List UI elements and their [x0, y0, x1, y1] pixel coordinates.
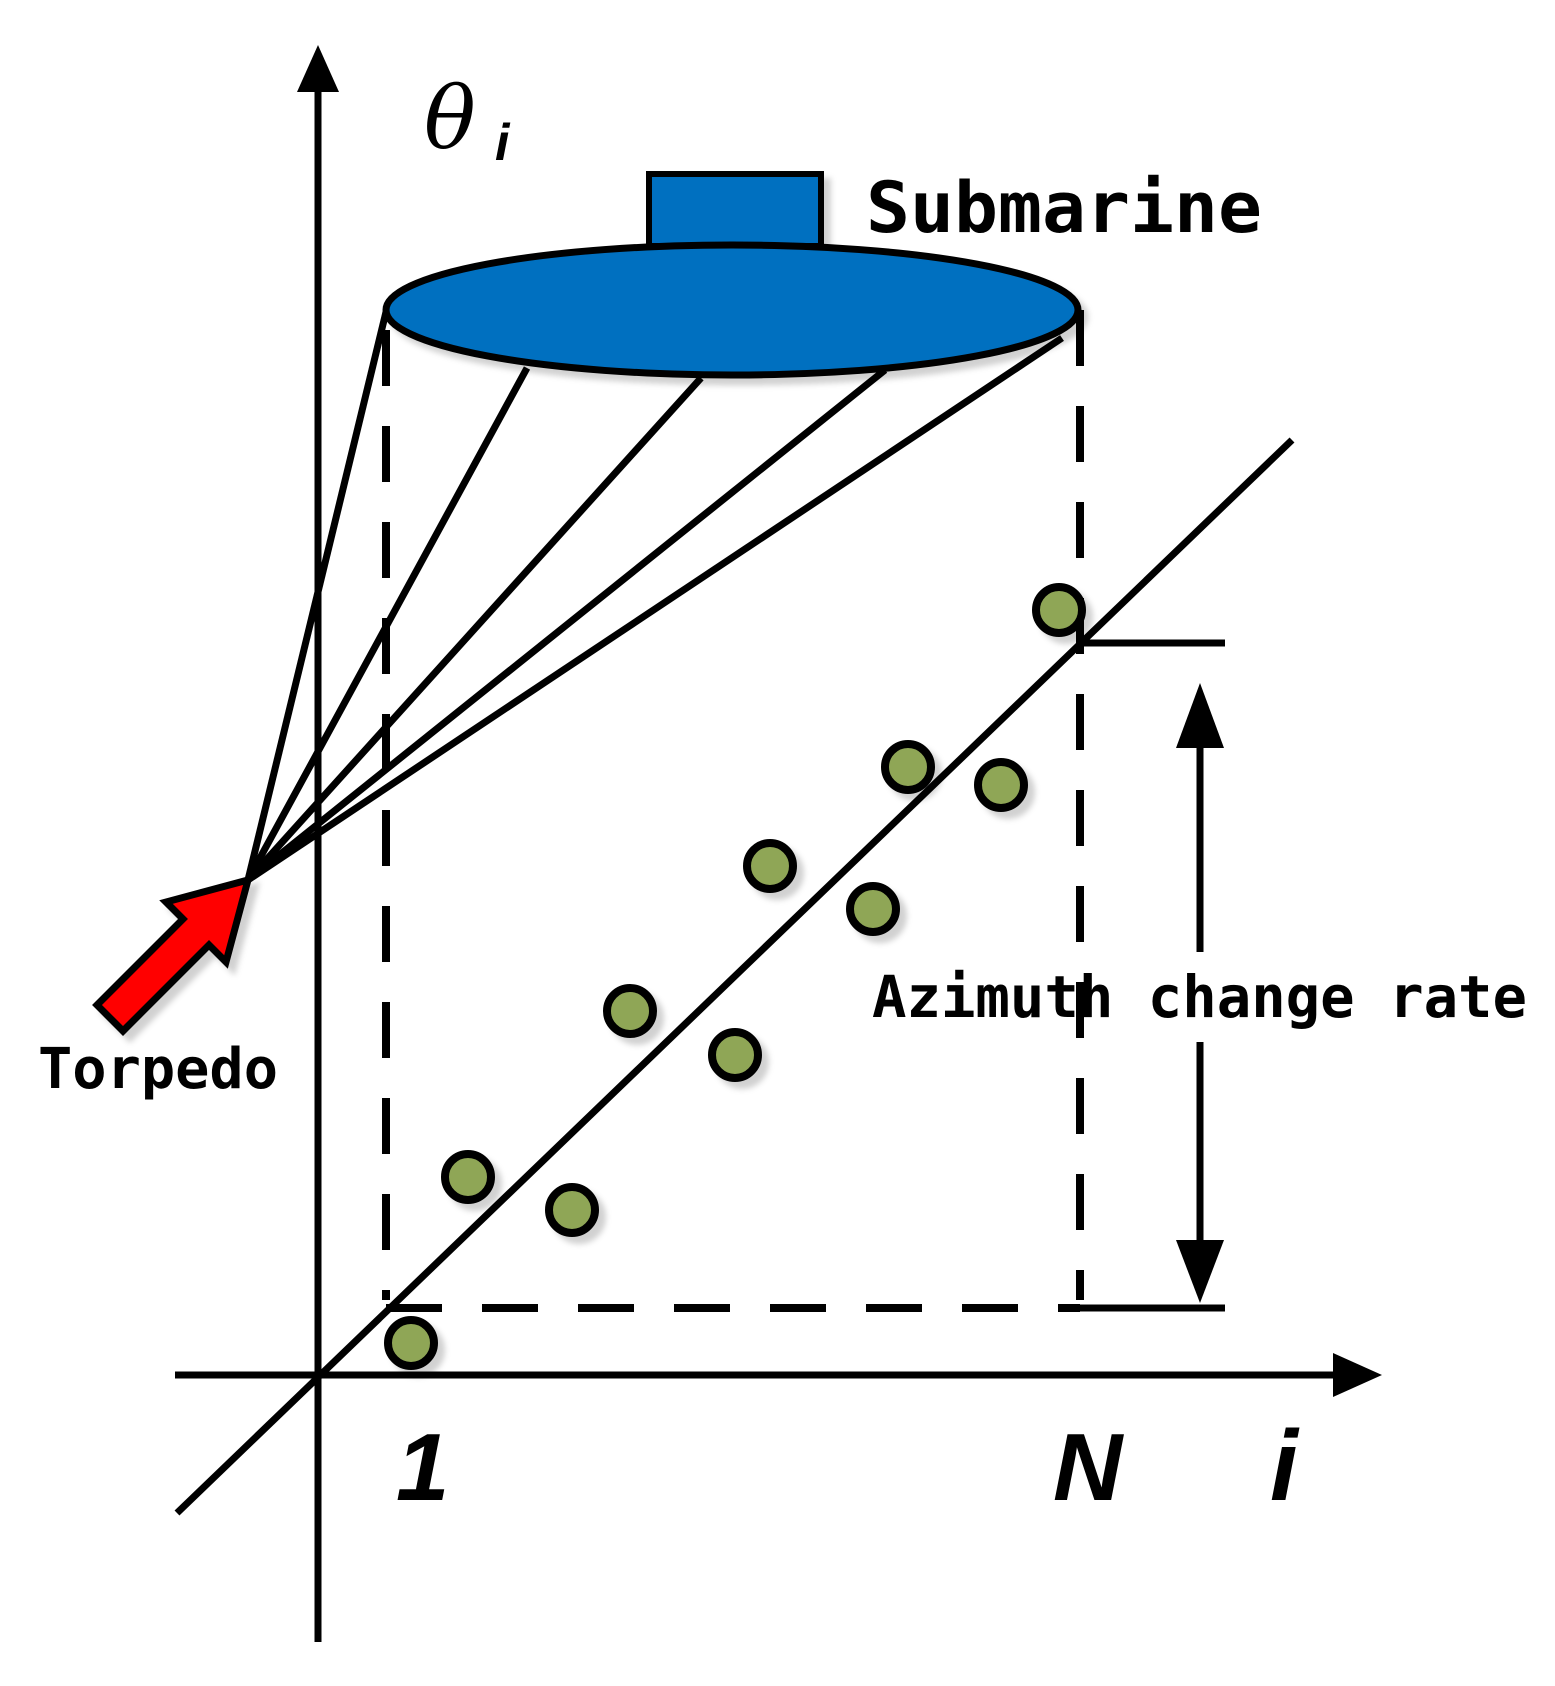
measurement-point: [384, 1316, 438, 1370]
submarine-hull: [382, 241, 1082, 379]
bearing-line: [244, 311, 390, 881]
measurement-points: [384, 583, 1086, 1370]
measurement-point: [974, 758, 1028, 812]
bearing-line: [245, 375, 704, 883]
bearing-line: [246, 335, 1064, 883]
y-axis-label-theta: θ: [424, 69, 476, 169]
measurement-point: [441, 1150, 495, 1204]
torpedo: [92, 875, 253, 1036]
range-arrowhead-up: [1176, 683, 1224, 748]
measurement-point: [846, 882, 900, 936]
y-axis-label-subscript: i: [495, 114, 511, 172]
bearing-line: [245, 367, 888, 883]
x-axis-label: i: [1270, 1410, 1300, 1522]
measurement-point: [1032, 583, 1086, 637]
submarine-tower: [646, 171, 824, 249]
x-tick-label-end: N: [1053, 1414, 1124, 1521]
torpedo-label: Torpedo: [38, 1037, 278, 1102]
measurement-point: [743, 839, 797, 893]
range-arrowhead-down: [1176, 1240, 1224, 1303]
azimuth-range: [1080, 639, 1225, 1312]
bearing-lines: [244, 311, 1064, 883]
submarine-label: Submarine: [866, 167, 1262, 249]
projection-lines: [382, 310, 1084, 1312]
azimuth-change-rate-label: Azimuth change rate: [872, 963, 1527, 1031]
measurement-point: [708, 1028, 762, 1082]
x-tick-label-start: 1: [396, 1414, 449, 1521]
measurement-point: [603, 984, 657, 1038]
y-axis-arrowhead: [297, 45, 339, 92]
x-axis-arrowhead: [1333, 1353, 1382, 1397]
measurement-point: [545, 1183, 599, 1237]
fit-line: [174, 437, 1295, 1516]
torpedo-arrow: [92, 875, 253, 1036]
measurement-point: [881, 740, 935, 794]
